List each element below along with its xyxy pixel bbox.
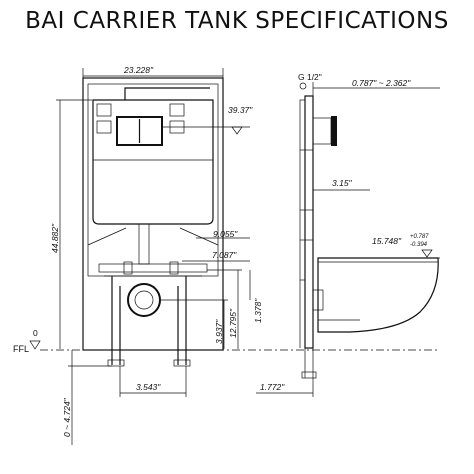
dim-bowl-plus: +0.787 — [410, 234, 429, 240]
dim-3937: 3.937" — [214, 319, 224, 344]
side-frame — [304, 95, 314, 349]
toilet-bowl — [317, 257, 439, 333]
frame-outline — [82, 77, 224, 351]
dim-7087: 7.087" — [212, 250, 237, 260]
dim-1378: 1.378" — [253, 298, 263, 323]
dim-12795: 12.795" — [228, 308, 238, 338]
dim-height: 44.882" — [50, 223, 60, 253]
drain-outlet — [127, 283, 161, 317]
dim-leg: 0 ~ 4.724" — [62, 397, 72, 437]
side-view: G 1/2" 0.787" ~ 2.362" 3.15" 15.748" +0.… — [256, 72, 440, 397]
dim-g12: G 1/2" — [298, 72, 322, 82]
dim-width: 23.228" — [123, 65, 154, 75]
cistern-tank — [92, 99, 214, 225]
dim-bowl-minus: -0.394 — [410, 242, 428, 248]
dim-bowl-height: 15.748" — [372, 236, 402, 246]
mount-bar — [98, 263, 208, 273]
ffl-label: FFL — [13, 344, 29, 354]
dim-3543: 3.543" — [136, 382, 161, 392]
supply-pipe — [124, 87, 210, 100]
ffl-zero: 0 — [33, 328, 38, 338]
dim-button-height: 39.37" — [228, 105, 253, 115]
frame-inner — [87, 83, 219, 277]
dim-315: 3.15" — [332, 178, 353, 188]
dim-1772: 1.772" — [260, 382, 285, 392]
flush-plate — [116, 116, 163, 146]
side-flush-plate — [331, 116, 337, 146]
dim-9055: 9.055" — [213, 229, 238, 239]
dim-depth-top: 0.787" ~ 2.362" — [352, 78, 411, 88]
page-title: BAI CARRIER TANK SPECIFICATIONS — [25, 8, 449, 34]
front-view: FFL 0 23.228" 44.882" 39.37" 9.055" 7.08… — [13, 65, 440, 445]
